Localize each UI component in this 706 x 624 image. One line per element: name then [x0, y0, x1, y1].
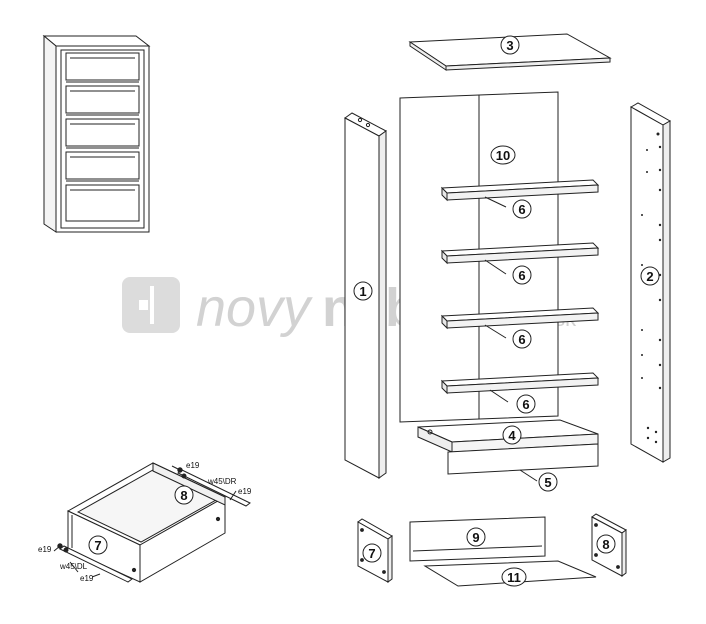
- svg-text:10: 10: [496, 148, 510, 163]
- shelf-3: [440, 307, 600, 330]
- svg-text:8: 8: [602, 537, 609, 552]
- callout-2: 2: [640, 266, 660, 286]
- drawer-assembly: e19 w45\DR e19 e19 w45\DL e19: [38, 461, 252, 583]
- svg-text:7: 7: [94, 538, 101, 553]
- svg-text:6: 6: [522, 397, 529, 412]
- svg-text:7: 7: [368, 546, 375, 561]
- callout-6a: 6: [512, 199, 532, 219]
- label-w45dr: w45\DR: [207, 477, 237, 486]
- rail-left: [59, 545, 133, 583]
- svg-text:5: 5: [544, 475, 551, 490]
- svg-text:1: 1: [359, 284, 366, 299]
- callout-9: 9: [466, 527, 486, 547]
- part-6-shelves: [440, 179, 600, 395]
- callout-8-drawer: 8: [174, 485, 194, 505]
- callout-7-side: 7: [362, 543, 382, 563]
- svg-text:8: 8: [180, 488, 187, 503]
- svg-text:3: 3: [506, 38, 513, 53]
- part-5-plinth: [447, 443, 599, 475]
- svg-text:4: 4: [508, 428, 516, 443]
- shelf-2: [440, 242, 600, 265]
- label-e19-right: e19: [238, 487, 252, 496]
- callout-4: 4: [502, 425, 522, 445]
- callout-6d: 6: [516, 394, 536, 414]
- label-e19-top: e19: [186, 461, 200, 470]
- leader-lines: [484, 196, 538, 482]
- shelf-4: [440, 372, 600, 395]
- callout-6c: 6: [512, 329, 532, 349]
- callout-6b: 6: [512, 265, 532, 285]
- svg-text:6: 6: [518, 268, 525, 283]
- part-callouts: 3 10 6 6 6 6 4 5: [88, 35, 660, 587]
- assembled-cabinet: [42, 34, 151, 233]
- watermark-text-1: novy: [196, 278, 313, 338]
- cabinet-drawers: [65, 52, 140, 222]
- screws: [53, 465, 187, 553]
- callout-8-side: 8: [596, 534, 616, 554]
- callout-7-drawer: 7: [88, 535, 108, 555]
- svg-text:11: 11: [507, 570, 521, 585]
- callout-10: 10: [490, 145, 516, 165]
- callout-5: 5: [538, 472, 558, 492]
- callout-3: 3: [500, 35, 520, 55]
- shelf-1: [440, 179, 600, 202]
- svg-text:9: 9: [472, 530, 479, 545]
- label-e19-bottom: e19: [80, 574, 94, 583]
- callout-1: 1: [353, 281, 373, 301]
- label-e19-left: e19: [38, 545, 52, 554]
- svg-text:2: 2: [646, 269, 653, 284]
- side-holes: [641, 132, 662, 444]
- callout-11: 11: [501, 567, 527, 587]
- svg-text:6: 6: [518, 332, 525, 347]
- svg-text:6: 6: [518, 202, 525, 217]
